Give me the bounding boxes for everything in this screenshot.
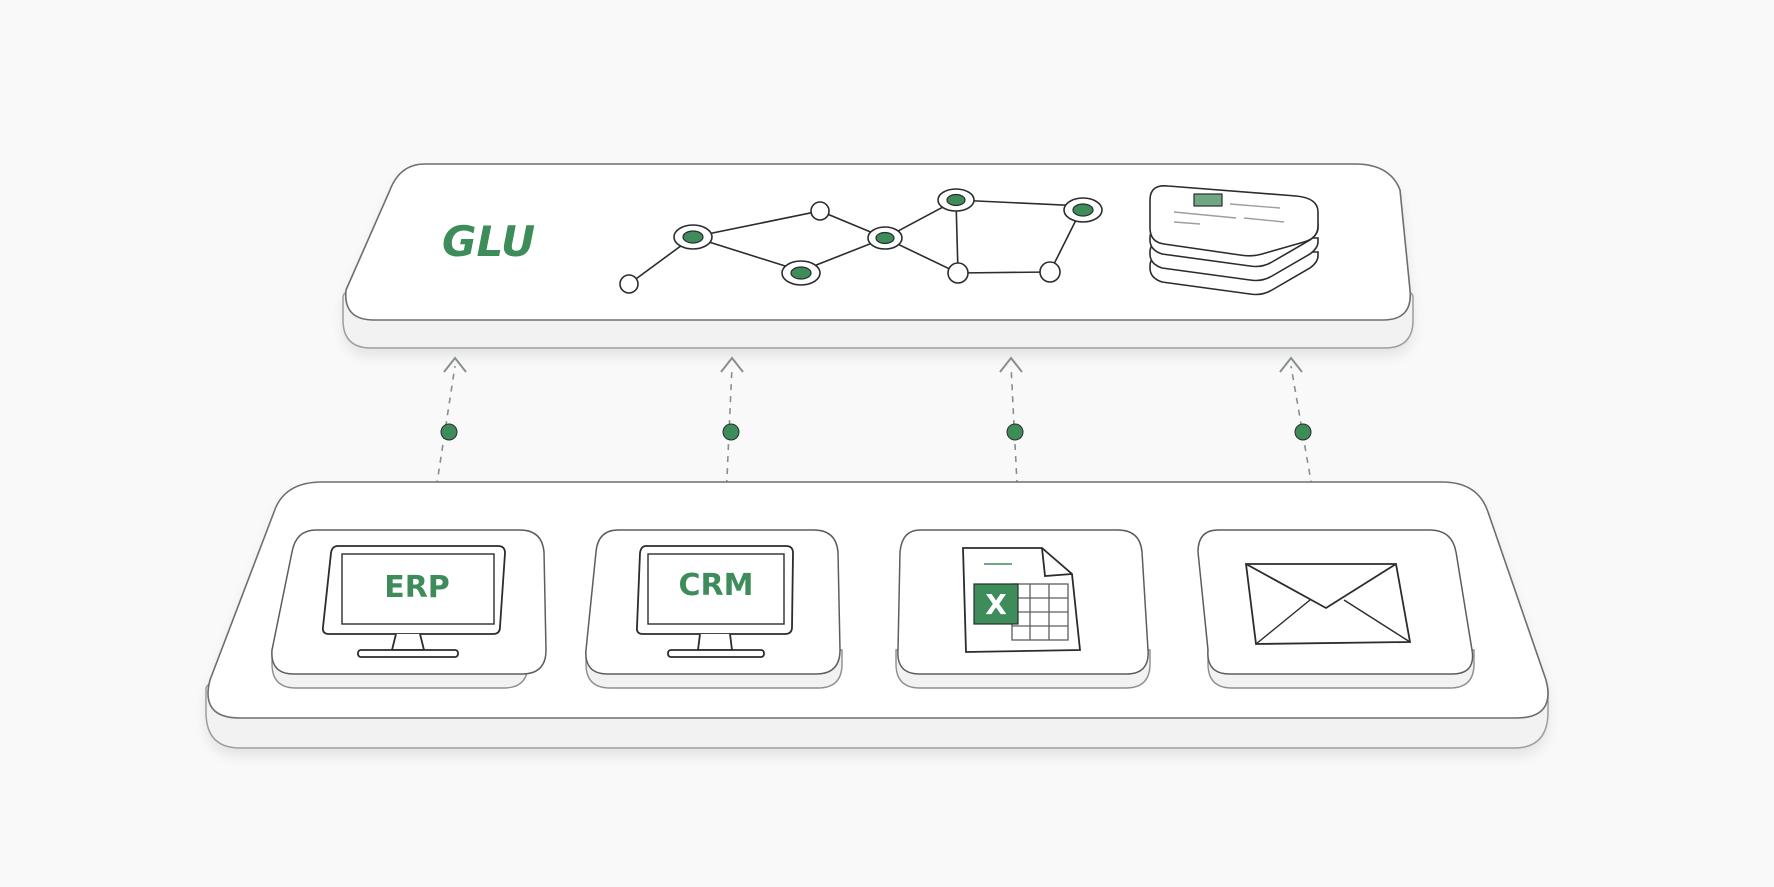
- spreadsheet-x-label: X: [985, 588, 1007, 621]
- envelope-icon: [1244, 563, 1412, 645]
- network-node: [1063, 197, 1103, 223]
- excel-spreadsheet-icon: [962, 547, 1081, 653]
- connected-nodes-network-icon: [619, 188, 1103, 294]
- stacked-documents-icon: [1149, 184, 1319, 296]
- monitor-icon: [635, 545, 794, 658]
- network-node: [937, 188, 975, 212]
- erp-label: ERP: [384, 570, 450, 605]
- network-node: [867, 226, 903, 250]
- brand-label: GLU: [442, 217, 535, 266]
- monitor-icon: [321, 545, 506, 658]
- network-node: [673, 224, 713, 250]
- crm-tile[interactable]: CRM: [585, 529, 843, 689]
- network-node: [781, 260, 821, 286]
- email-tile[interactable]: [1197, 529, 1475, 689]
- crm-label: CRM: [679, 568, 754, 603]
- platform-panel: [342, 163, 1414, 349]
- erp-tile[interactable]: ERP: [271, 529, 547, 689]
- spreadsheet-tile[interactable]: X: [895, 529, 1151, 689]
